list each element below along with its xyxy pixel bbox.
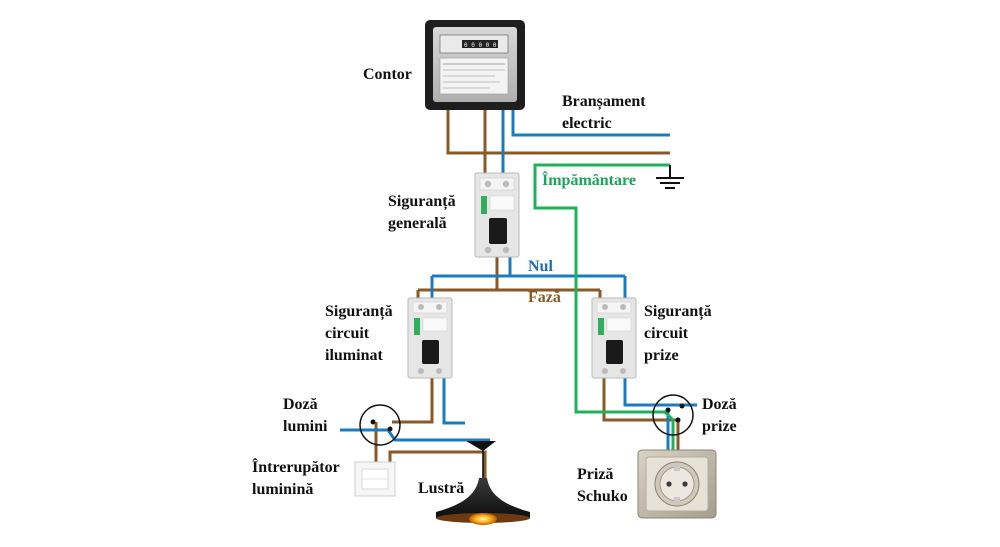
service-connection-label: Branșament electric [562, 93, 646, 132]
svg-text:0 0 0 0 0: 0 0 0 0 0 [464, 42, 497, 49]
lighting-breaker-label: Siguranță circuit iluminat [325, 303, 393, 364]
socket-circuit-breaker-icon [591, 297, 637, 379]
main-breaker-label: Siguranță generală [388, 193, 456, 232]
lighting-junction-box-label: Doză lumini [283, 396, 328, 435]
socket-breaker-label: Siguranță circuit prize [644, 303, 712, 364]
schuko-socket-icon [637, 449, 717, 519]
light-switch-label: Întrerupător luminină [252, 459, 340, 498]
phase-label: Fază [528, 289, 561, 306]
socket-junction-box-label: Doză prize [702, 396, 737, 435]
meter-label: Contor [363, 66, 412, 83]
socket-label: Priză Schuko [577, 466, 628, 505]
lighting-junction-box-icon [359, 404, 401, 446]
pendant-lamp-icon [436, 441, 530, 525]
lamp-label: Lustră [418, 480, 465, 497]
ground-wire [533, 163, 675, 470]
ground-symbol-icon [656, 165, 684, 189]
main-circuit-breaker-icon [474, 172, 520, 258]
neutral-label: Nul [528, 258, 553, 275]
lighting-circuit-breaker-icon [407, 297, 453, 379]
grounding-label: Împământare [542, 172, 636, 189]
neutral-wires [340, 110, 697, 470]
electricity-meter-icon: 0 0 0 0 0 [425, 20, 525, 110]
socket-junction-box-icon [652, 394, 694, 436]
light-switch-icon [354, 461, 396, 497]
